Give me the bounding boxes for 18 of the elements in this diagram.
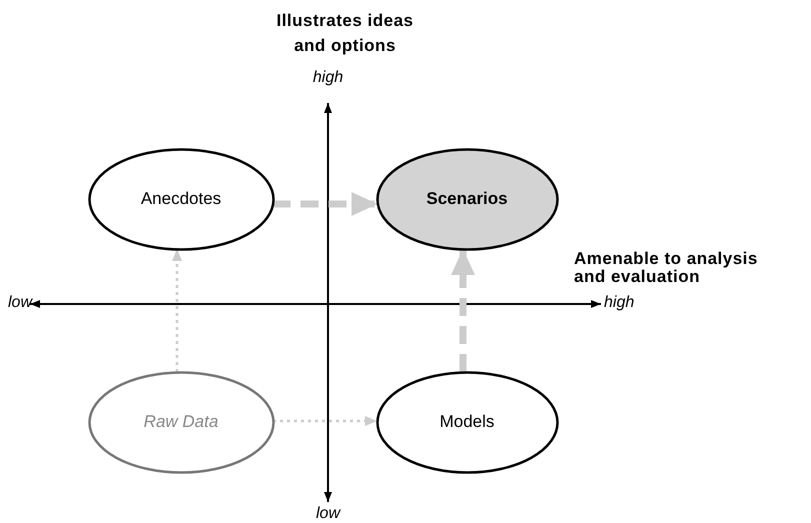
arrow bbox=[272, 192, 378, 216]
arrow bbox=[451, 248, 475, 372]
ellipse-node bbox=[88, 370, 274, 474]
axis-label: Amenable to analysis and evaluation bbox=[574, 250, 759, 286]
node-label: Scenarios bbox=[426, 189, 508, 209]
node-label: Raw Data bbox=[144, 412, 218, 432]
node-label: Models bbox=[440, 412, 494, 432]
arrow bbox=[272, 416, 378, 426]
axis-label: low bbox=[8, 294, 32, 312]
axis-label: high bbox=[604, 294, 634, 312]
axis-label: high bbox=[312, 69, 344, 87]
ellipse-node bbox=[88, 148, 274, 250]
node-label: Anecdotes bbox=[140, 189, 222, 209]
axis-label: Illustrates ideas and options bbox=[275, 10, 414, 57]
ellipse-node bbox=[376, 148, 558, 250]
arrow bbox=[172, 248, 182, 372]
axis-label: low bbox=[314, 505, 342, 523]
ellipse-node bbox=[376, 370, 558, 474]
